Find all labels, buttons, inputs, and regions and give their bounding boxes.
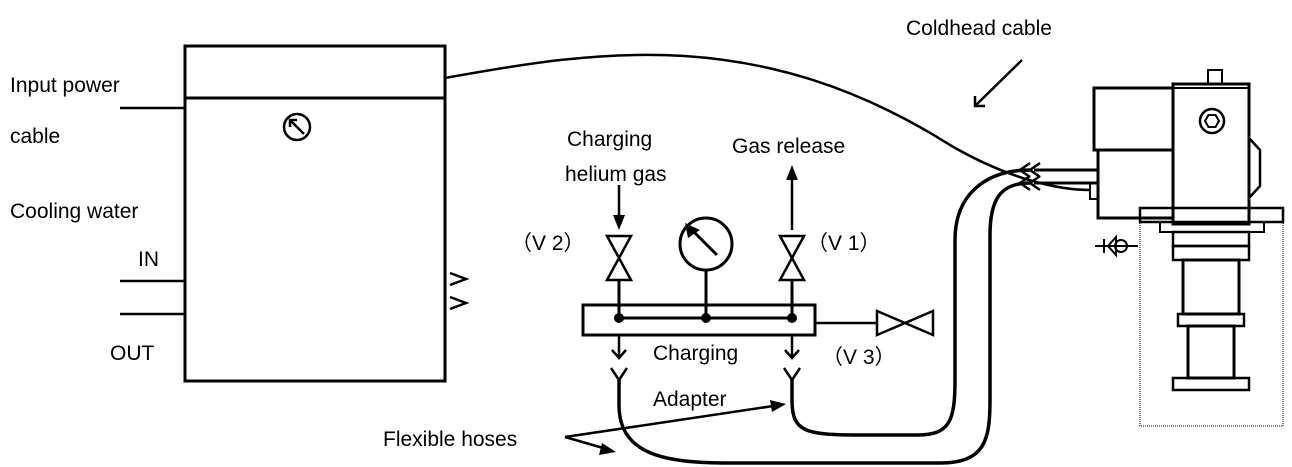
label-valve-v1: （V 1） [807, 232, 881, 255]
coldhead-motor-cap [1092, 86, 1175, 152]
coldhead-gas-return-arrow [1017, 174, 1098, 192]
label-input-power: Input power [10, 74, 120, 97]
hose-connector-left-icon [609, 367, 629, 383]
hose-connector-right-icon [782, 367, 802, 383]
flexible-hose-supply [790, 168, 1031, 437]
coldhead-assembly [1017, 69, 1285, 427]
coldhead-gas-inlet-arrow [1017, 161, 1098, 179]
adapter-outlet-left-arrow [611, 335, 627, 360]
coldhead-mounting-flange [1138, 206, 1285, 224]
label-charging-adapter-line1: Charging [653, 342, 738, 365]
label-charging-helium-line1: Charging [567, 128, 652, 151]
compressor-unit [183, 44, 470, 383]
label-charging-helium-line2: helium gas [565, 163, 667, 186]
valve-v2-icon [604, 234, 634, 282]
coldhead-second-stage-cylinder [1186, 324, 1236, 380]
label-charging-adapter-line2: Adapter [653, 388, 727, 411]
label-valve-v3: （V 3） [822, 346, 896, 369]
coldhead-side-valve-icon [1095, 234, 1138, 258]
compressor-gauge-icon [282, 112, 312, 142]
coldhead-side-taper [1248, 137, 1262, 199]
charging-adapter [581, 165, 935, 360]
coldhead-cable-pointer-arrow [973, 59, 1023, 108]
coldhead-first-stage-flange [1176, 312, 1246, 328]
label-cooling-water: Cooling water [10, 200, 138, 223]
valve-v3-icon [875, 309, 935, 337]
coldhead-hex-icon [1198, 107, 1226, 135]
compressor-port-chevron-upper [449, 271, 470, 287]
label-water-in: IN [138, 248, 159, 271]
coldhead-second-stage-flange [1171, 376, 1251, 392]
adapter-outlet-right-arrow [784, 335, 800, 360]
helium-inlet-arrow [613, 185, 625, 230]
coldhead-cylinder-collar-1 [1171, 230, 1251, 248]
label-coldhead-cable: Coldhead cable [906, 17, 1052, 40]
valve-v1-icon [777, 234, 807, 282]
coldhead-cable-line [444, 53, 1091, 192]
coldhead-vacuum-enclosure [1139, 207, 1284, 427]
coldhead-head-block [1171, 82, 1251, 226]
compressor-port-chevron-lower [449, 295, 470, 311]
label-input-power-cable: cable [10, 125, 60, 148]
compressor-body [183, 44, 447, 383]
pressure-gauge-icon [678, 216, 734, 272]
coldhead-first-stage-cylinder [1181, 258, 1241, 316]
label-valve-v2: （V 2） [511, 232, 585, 255]
label-flexible-hoses: Flexible hoses [383, 428, 517, 451]
flexible-hose-return [617, 181, 1031, 465]
label-water-out: OUT [110, 342, 155, 365]
coldhead-top-nub [1207, 69, 1223, 85]
coldhead-cylinder-collar-2 [1171, 244, 1251, 262]
flexible-hoses-pointer-arrows [564, 400, 786, 455]
adapter-manifold-body [581, 303, 817, 337]
label-gas-release: Gas release [732, 135, 845, 158]
gas-release-arrow [786, 165, 798, 230]
